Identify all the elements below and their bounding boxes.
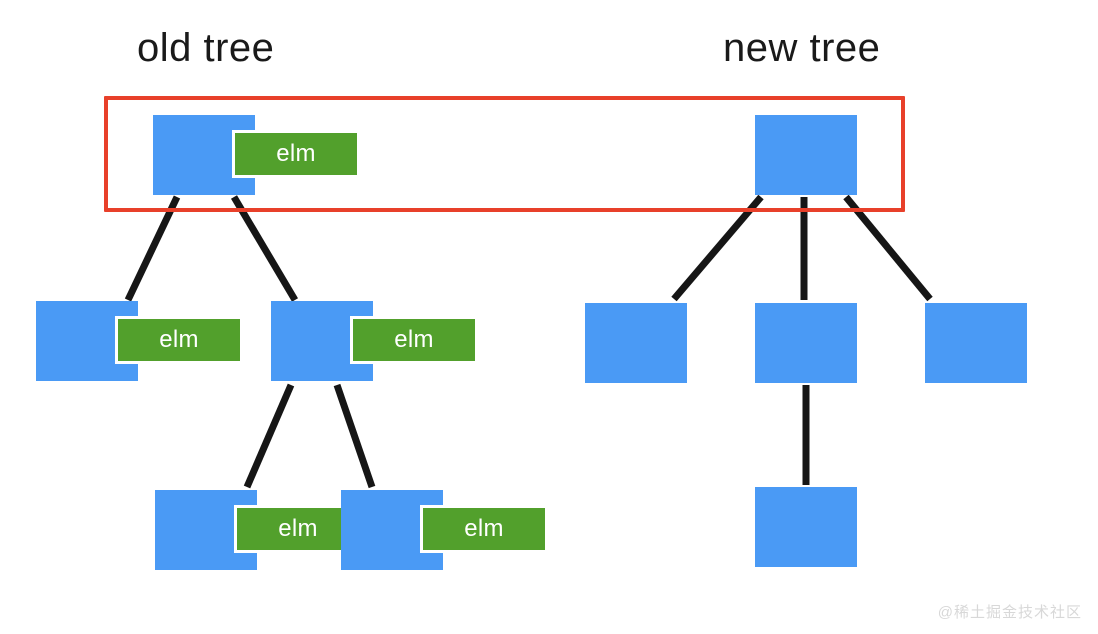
tree-edge — [124, 195, 181, 302]
node-tag-label: elm — [234, 505, 362, 553]
new-tree-title: new tree — [723, 26, 881, 70]
node-tag-label: elm — [232, 130, 360, 178]
tree-edge — [243, 383, 295, 489]
tree-edge — [230, 195, 299, 302]
node-box — [585, 303, 687, 383]
old-tree-title: old tree — [137, 26, 275, 70]
node-box — [755, 487, 857, 567]
node-tag-label: elm — [420, 505, 548, 553]
node-tag-label: elm — [115, 316, 243, 364]
root-comparison-highlight-rect — [104, 96, 905, 212]
tree-edge — [333, 383, 376, 489]
node-box — [925, 303, 1027, 383]
node-box — [755, 303, 857, 383]
tree-edge — [671, 194, 764, 302]
tree-edge — [843, 194, 933, 302]
node-tag-label: elm — [350, 316, 478, 364]
watermark-label: @稀土掘金技术社区 — [937, 604, 1082, 621]
node-box — [755, 115, 857, 195]
